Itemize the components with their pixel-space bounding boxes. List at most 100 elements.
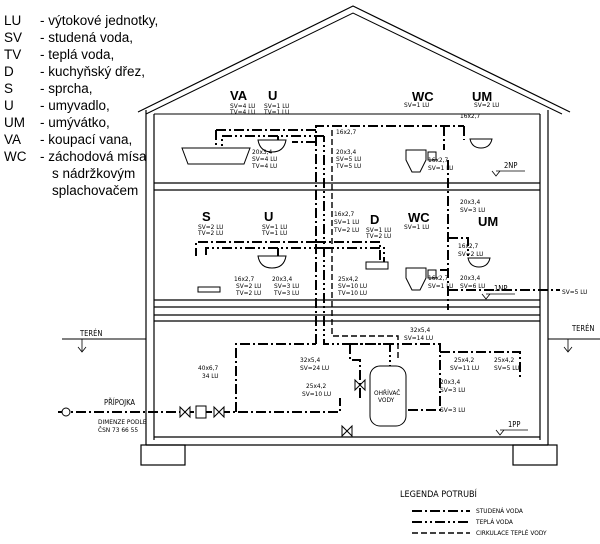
pipe-label: SV=11 LU <box>450 364 479 372</box>
pipe-label: 16x2,7 <box>336 128 356 136</box>
legend-item: TEPLÁ VODA <box>475 517 513 526</box>
pipe-label: SV=5 LU <box>562 288 587 296</box>
room-lu: SV=1 LU <box>404 223 429 231</box>
abbr-code: SV <box>4 30 22 45</box>
pipe-legend: LEGENDA POTRUBÍ STUDENÁ VODA TEPLÁ VODA … <box>400 488 547 537</box>
legend-item: CIRKULACE TEPLÉ VODY <box>476 528 547 537</box>
toilet-icon <box>405 149 427 173</box>
abbr-desc: - umývátko, <box>40 115 110 130</box>
connection-point-icon <box>61 407 71 417</box>
pipe-label: SV=5 LU <box>494 364 519 372</box>
pipe-label: TV=4 LU <box>251 162 277 170</box>
washbasin-icon <box>257 255 287 269</box>
abbr-desc: - sprcha, <box>40 81 93 96</box>
pipe-label: SV=6 LU <box>460 282 485 290</box>
abbr-desc: - umyvadlo, <box>40 98 110 113</box>
water-heater: OHŘÍVAČ VODY <box>61 365 407 438</box>
pipe-label: TV=3 LU <box>273 289 299 297</box>
abbr-desc: - výtokové jednotky, <box>40 13 158 28</box>
fixtures-1np: S SV=2 LU TV=2 LU U SV=1 LU TV=1 LU D SV… <box>197 209 498 293</box>
hot-water-pipes <box>205 135 391 398</box>
shower-tray-icon <box>197 286 221 293</box>
abbr-desc: - studená voda, <box>40 30 133 45</box>
connection-note: ČSN 73 66 55 <box>98 425 138 434</box>
building-outline <box>62 5 600 466</box>
pipe-label: TV=2 LU <box>235 289 261 297</box>
fixtures-2np: VA SV=4 LU TV=4 LU U SV=1 LU TV=1 LU WC … <box>181 88 499 173</box>
pipe-label: SV=24 LU <box>300 364 329 372</box>
abbr-desc-cont: splachovačem <box>52 183 138 198</box>
room-s-1np: S <box>202 209 211 224</box>
terrain-left-label: TERÉN <box>79 329 102 338</box>
room-lu: TV=1 LU <box>263 108 289 116</box>
room-lu: TV=2 LU <box>365 232 391 240</box>
pipe-label: SV=2 LU <box>236 282 261 290</box>
connection-note: DIMENZE PODLE <box>98 418 147 426</box>
room-u-1np: U <box>264 209 273 224</box>
pipe-label: SV=10 LU <box>302 390 331 398</box>
pipe-label: SV=3 LU <box>440 386 465 394</box>
room-lu: SV=2 LU <box>474 101 499 109</box>
toilet-icon <box>405 267 427 291</box>
room-lu: SV=2 LU <box>198 223 223 231</box>
room-u-2np: U <box>268 88 277 103</box>
valve-icon <box>341 424 353 438</box>
pipe-label: 20x3,4 <box>460 274 480 282</box>
pipe-label: 32x5,4 <box>300 356 320 364</box>
roof-inner <box>145 12 563 115</box>
room-lu: TV=1 LU <box>261 229 287 237</box>
room-lu: SV=1 LU <box>262 223 287 231</box>
room-um-2np: UM <box>472 89 492 104</box>
abbr-code: VA <box>4 132 21 147</box>
pipe-label: 20x3,4 <box>336 148 356 156</box>
pipe-label: 16x2,7 <box>428 274 448 282</box>
pipe-label: 16x2,7 <box>458 242 478 250</box>
terrain-right-label: TERÉN <box>571 324 594 333</box>
abbr-code: UM <box>4 115 25 130</box>
abbr-code: S <box>4 81 13 96</box>
pipe-label: SV=3 LU <box>460 206 485 214</box>
washbasin-icon <box>257 139 287 153</box>
cistern-icon <box>427 269 437 279</box>
pipe-label: SV=5 LU <box>336 155 361 163</box>
legend-item: STUDENÁ VODA <box>476 506 523 515</box>
cistern-icon <box>427 151 437 161</box>
abbr-desc: - koupací vana, <box>40 132 132 147</box>
heater-label: OHŘÍVAČ <box>374 388 400 397</box>
pipe-label: 16x2,7 <box>234 275 254 283</box>
pipe-label: 25x4,2 <box>306 382 326 390</box>
pipe-label: 34 LU <box>202 372 219 380</box>
pipe-label: SV=1 LU <box>334 218 359 226</box>
legend-title: LEGENDA POTRUBÍ <box>400 488 478 500</box>
pipe-label: 25x4,2 <box>454 356 474 364</box>
abbr-code: TV <box>4 47 21 62</box>
room-lu: SV=4 LU <box>230 102 255 110</box>
pipe-label: 20x3,4 <box>272 275 292 283</box>
connection-title: PŘÍPOJKA <box>104 398 135 407</box>
pipe-label: 16x2,7 <box>334 210 354 218</box>
abbr-code: WC <box>4 149 27 164</box>
abbr-code: LU <box>4 13 21 28</box>
abbr-desc: - teplá voda, <box>40 47 114 62</box>
room-wc-2np: WC <box>412 89 434 104</box>
pipe-label: SV=2 LU <box>458 250 483 258</box>
pipe-label: SV=1 LU <box>428 282 453 290</box>
sink-icon <box>365 261 389 270</box>
pipe-label: SV=1 LU <box>428 164 453 172</box>
pipe-label: 16x2,7 <box>460 112 480 120</box>
handbasin-icon <box>469 138 493 149</box>
pipe-labels: 16x2,7 20x3,4 SV=4 LU TV=4 LU 20x3,4 SV=… <box>198 112 587 414</box>
pipe-label: TV=10 LU <box>337 289 367 297</box>
pipe-label: 20x3,4 <box>252 148 272 156</box>
room-lu: SV=1 LU <box>404 101 429 109</box>
pipe-label: TV=2 LU <box>333 226 359 234</box>
room-lu: TV=4 LU <box>229 108 255 116</box>
room-lu: SV=1 LU <box>264 102 289 110</box>
pipe-label: SV=3 LU <box>440 406 465 414</box>
bathtub-icon <box>181 147 251 165</box>
abbr-code: D <box>4 64 14 79</box>
pipe-label: 25x4,2 <box>494 356 514 364</box>
level-marks: 2NP 1NP 1PP TERÉN TERÉN <box>77 161 594 436</box>
water-meter-icon <box>195 405 207 419</box>
